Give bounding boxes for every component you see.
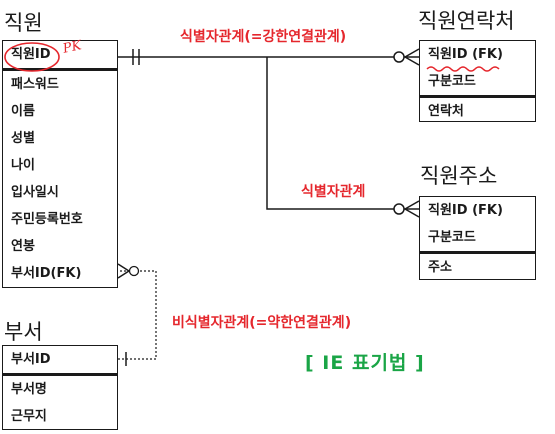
employee-contact-key-section: 직원ID (FK) 구분코드 (420, 41, 535, 98)
identifying-relationship-label: 식별자관계 (301, 184, 366, 200)
zero-optional-circle (128, 265, 140, 277)
employee-attribute: 성별 (11, 131, 35, 146)
employee-contact-attribute: 연락처 (428, 104, 464, 119)
fk-annotation-squiggle (426, 66, 500, 72)
identifying-relationship-line (266, 57, 419, 210)
ie-notation-label: [ IE 표기법 ] (305, 352, 425, 374)
pk-annotation-circle (4, 42, 60, 72)
employee-attribute: 부서ID(FK) (11, 266, 82, 281)
employee-address-attribute: 주소 (428, 260, 452, 275)
employee-contact-key-attribute: 직원ID (FK) (428, 47, 503, 62)
employee-entity: 직원ID 패스워드 이름 성별 나이 입사일시 주민등록번호 연봉 부서ID(F… (2, 40, 118, 288)
employee-key-attribute: 직원ID (11, 47, 51, 62)
crow-foot-prong (404, 56, 420, 66)
crow-foot-prong (117, 270, 130, 279)
zero-optional-circle (393, 51, 405, 63)
department-attribute: 근무지 (11, 409, 47, 424)
employee-address-key-section: 직원ID (FK) 구분코드 (420, 197, 535, 254)
employee-address-key-attribute: 직원ID (FK) (428, 203, 503, 218)
employee-attribute-section: 패스워드 이름 성별 나이 입사일시 주민등록번호 연봉 부서ID(FK) (3, 71, 117, 287)
identifying-strong-relationship-label: 식별자관계(=강한연결관계) (180, 29, 347, 45)
department-entity-title: 부서 (4, 320, 43, 344)
crow-foot-prong (404, 200, 420, 210)
department-attribute: 부서명 (11, 382, 47, 397)
non-identifying-relationship-line (118, 270, 157, 360)
department-key-section: 부서ID (3, 346, 117, 376)
crow-foot-prong (404, 208, 420, 218)
department-entity: 부서ID 부서명 근무지 (2, 345, 118, 430)
crow-foot-prong (117, 263, 130, 272)
employee-attribute: 패스워드 (11, 77, 59, 92)
employee-attribute: 연봉 (11, 239, 35, 254)
crow-foot-prong (404, 48, 420, 58)
employee-attribute: 입사일시 (11, 185, 59, 200)
employee-attribute: 주민등록번호 (11, 212, 83, 227)
employee-address-entity-title: 직원주소 (420, 164, 498, 188)
employee-address-key-attribute: 구분코드 (428, 230, 476, 245)
employee-address-entity: 직원ID (FK) 구분코드 주소 (419, 196, 536, 280)
employee-entity-title: 직원 (4, 11, 43, 35)
non-identifying-weak-relationship-label: 비식별자관계(=약한연결관계) (172, 315, 352, 331)
employee-attribute: 나이 (11, 158, 35, 173)
employee-contact-key-attribute: 구분코드 (428, 74, 476, 89)
employee-contact-entity-title: 직원연락처 (418, 9, 515, 33)
employee-contact-entity: 직원ID (FK) 구분코드 연락처 (419, 40, 536, 122)
zero-optional-circle (393, 203, 405, 215)
employee-attribute: 이름 (11, 104, 35, 119)
employee-key-section: 직원ID (3, 41, 117, 71)
department-key-attribute: 부서ID (11, 352, 51, 367)
